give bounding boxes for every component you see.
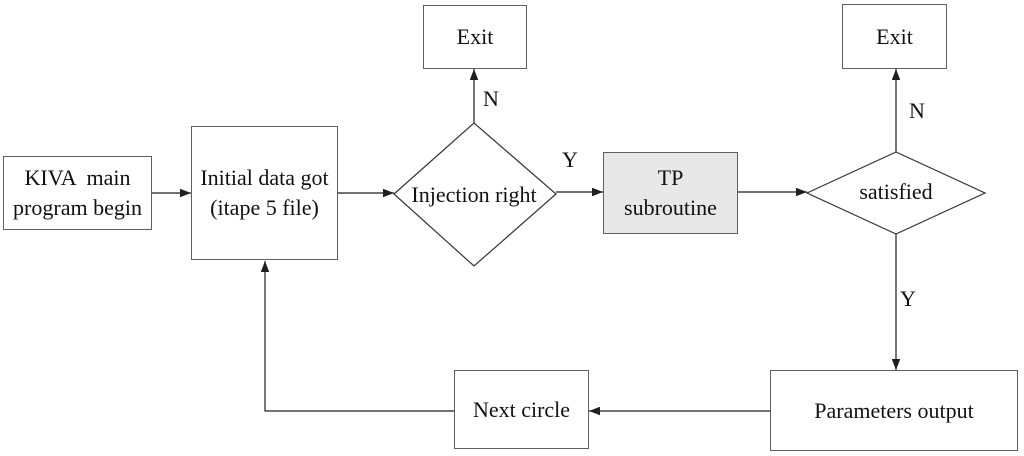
node-next-circle: Next circle	[454, 370, 589, 449]
node-label: KIVA main program begin	[13, 165, 142, 220]
node-tp-subroutine: TP subroutine	[603, 152, 738, 234]
node-label: Initial data got (itape 5 file)	[200, 165, 329, 220]
branch-label-injection-y: Y	[562, 147, 578, 172]
node-label: TP subroutine	[624, 165, 717, 220]
node-label: Exit	[456, 24, 494, 50]
node-kiva-main-program-begin: KIVA main program begin	[3, 156, 152, 230]
node-exit-left: Exit	[423, 5, 527, 69]
decision-injection-right	[393, 122, 557, 267]
node-label: Parameters output	[814, 397, 974, 423]
decision-satisfied	[805, 151, 987, 235]
edge-next-circle-to-initial	[260, 261, 454, 412]
node-label: Exit	[876, 23, 913, 49]
branch-label-injection-n: N	[483, 86, 499, 111]
node-label: Next circle	[472, 396, 571, 422]
decision-label-satisfied: satisfied	[859, 179, 933, 204]
branch-label-satisfied-y: Y	[900, 286, 916, 311]
node-parameters-output: Parameters output	[770, 370, 1018, 451]
node-exit-right: Exit	[842, 4, 947, 69]
decision-label-injection-right: Injection right	[411, 182, 537, 207]
branch-label-satisfied-n: N	[909, 98, 925, 123]
node-initial-data-got: Initial data got (itape 5 file)	[191, 126, 338, 260]
